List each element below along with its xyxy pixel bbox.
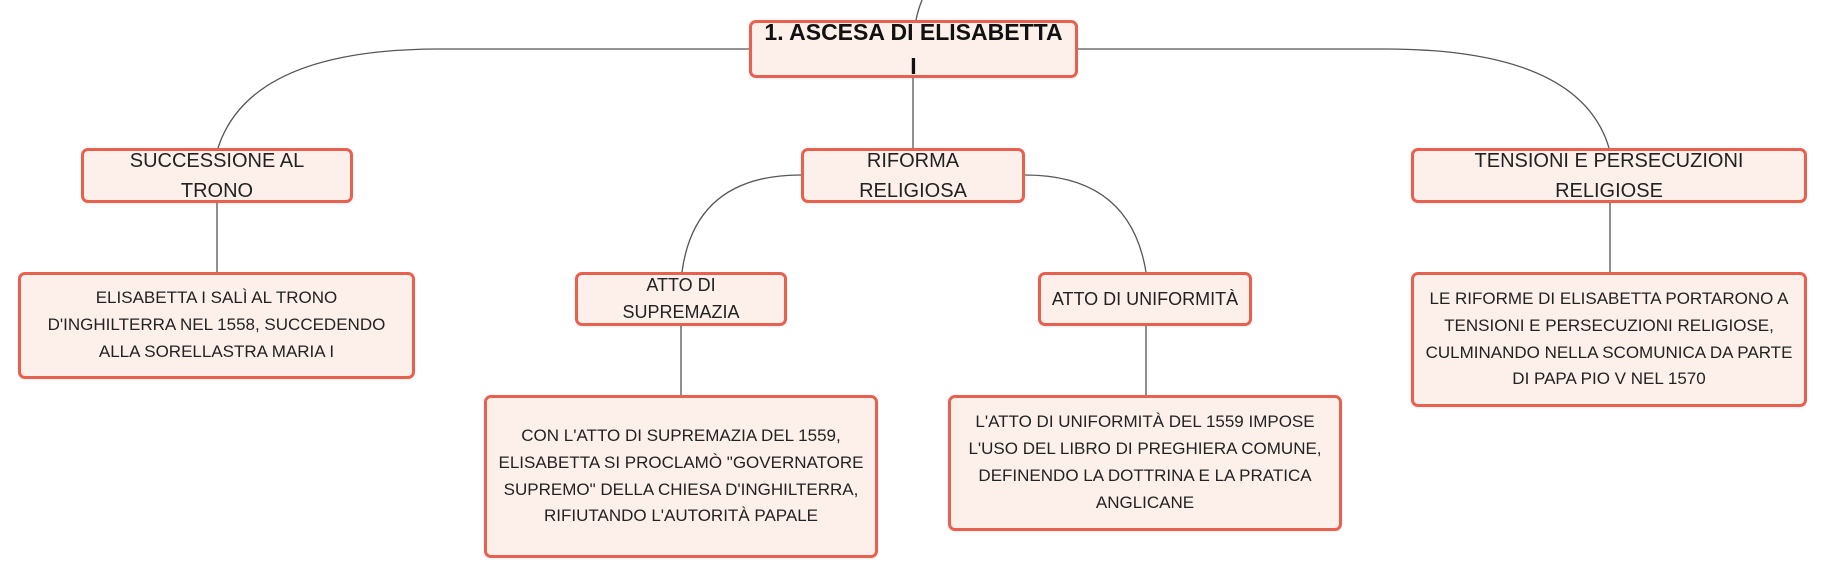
detail-supremacy[interactable]: CON L'ATTO DI SUPREMAZIA DEL 1559, ELISA… xyxy=(484,395,878,558)
topic-reform-label: RIFORMA RELIGIOSA xyxy=(859,149,967,202)
detail-supremacy-text: CON L'ATTO DI SUPREMAZIA DEL 1559, ELISA… xyxy=(498,425,864,526)
root-topic-label: 1. ASCESA DI ELISABETTA I xyxy=(764,18,1063,80)
topic-succession-label: SUCCESSIONE AL TRONO xyxy=(129,149,305,202)
connector-reform-to-supremacy xyxy=(681,174,802,273)
detail-uniformity-text: L'ATTO DI UNIFORMITÀ DEL 1559 IMPOSE L'U… xyxy=(968,412,1322,512)
topic-supremacy[interactable]: ATTO DI SUPREMAZIA xyxy=(575,272,787,326)
topic-supremacy-label: ATTO DI SUPREMAZIA xyxy=(622,275,740,322)
connector-root-to-tensions xyxy=(1078,48,1610,149)
connector-parent-to-root xyxy=(915,0,923,21)
detail-succession[interactable]: ELISABETTA I SALÌ AL TRONO D'INGHILTERRA… xyxy=(18,272,415,379)
detail-uniformity[interactable]: L'ATTO DI UNIFORMITÀ DEL 1559 IMPOSE L'U… xyxy=(948,395,1342,531)
topic-reform[interactable]: RIFORMA RELIGIOSA xyxy=(801,148,1025,203)
detail-tensions[interactable]: LE RIFORME DI ELISABETTA PORTARONO A TEN… xyxy=(1411,272,1807,407)
connector-root-to-succession xyxy=(217,48,749,149)
topic-uniformity-label: ATTO DI UNIFORMITÀ xyxy=(1051,288,1239,309)
root-topic[interactable]: 1. ASCESA DI ELISABETTA I xyxy=(749,19,1078,79)
topic-uniformity[interactable]: ATTO DI UNIFORMITÀ xyxy=(1038,272,1252,326)
connector-reform-to-uniformity xyxy=(1024,174,1147,273)
topic-tensions[interactable]: TENSIONI E PERSECUZIONI RELIGIOSE xyxy=(1411,148,1807,203)
detail-succession-text: ELISABETTA I SALÌ AL TRONO D'INGHILTERRA… xyxy=(47,288,386,361)
detail-tensions-text: LE RIFORME DI ELISABETTA PORTARONO A TEN… xyxy=(1425,288,1793,389)
topic-succession[interactable]: SUCCESSIONE AL TRONO xyxy=(81,148,353,203)
topic-tensions-label: TENSIONI E PERSECUZIONI RELIGIOSE xyxy=(1474,149,1744,202)
